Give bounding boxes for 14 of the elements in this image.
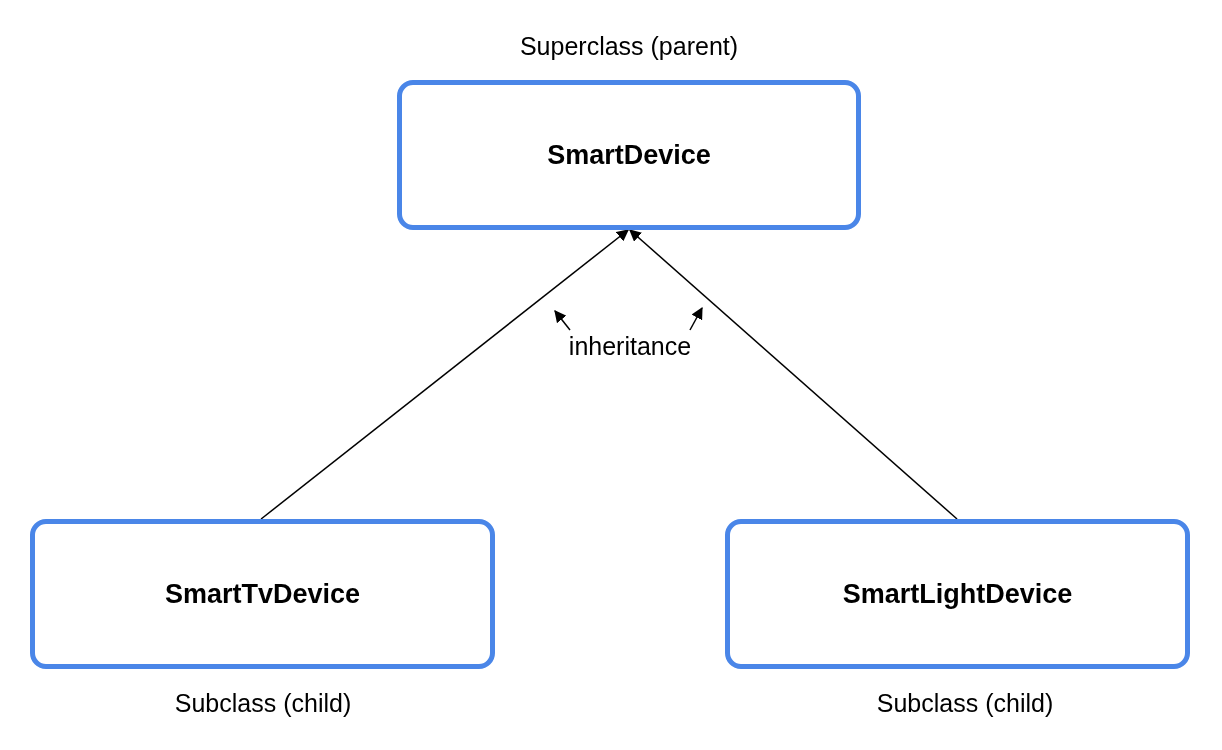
class-name: SmartTvDevice bbox=[164, 578, 361, 610]
inheritance-arrow bbox=[629, 229, 958, 520]
callout-text: inheritance bbox=[568, 331, 692, 361]
role-caption: Subclass (child) bbox=[174, 689, 352, 718]
inheritance-arrow bbox=[260, 229, 629, 520]
class-box bbox=[30, 519, 495, 669]
leader-arrow bbox=[689, 306, 703, 331]
class-box bbox=[725, 519, 1190, 669]
class-name: SmartDevice bbox=[547, 139, 711, 171]
role-caption: Subclass (child) bbox=[876, 689, 1054, 718]
leader-arrow bbox=[554, 310, 571, 331]
role-caption: Superclass (parent) bbox=[519, 32, 739, 61]
class-name: SmartLightDevice bbox=[842, 578, 1073, 610]
class-box bbox=[397, 80, 861, 230]
